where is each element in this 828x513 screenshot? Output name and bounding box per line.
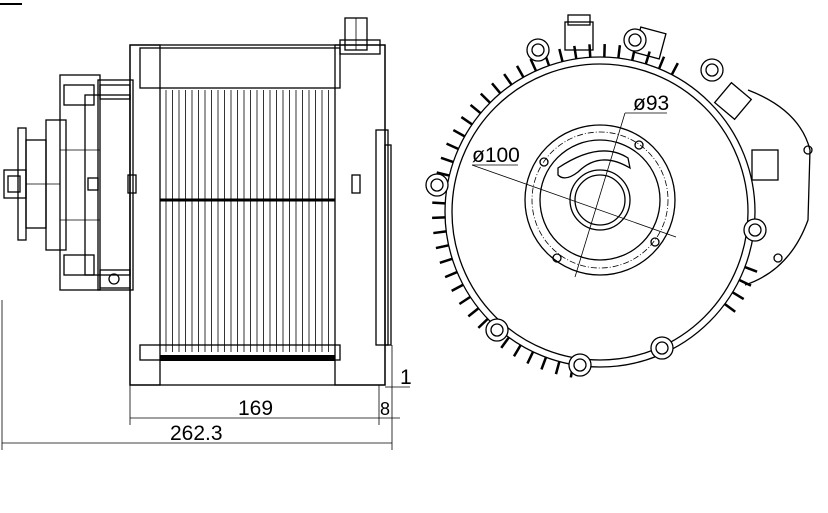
radial-fin [515, 65, 525, 78]
radial-fin [512, 344, 522, 357]
mounting-lug [568, 353, 592, 377]
radial-fin [529, 58, 538, 72]
radial-fin [436, 171, 450, 177]
radial-fin [479, 92, 491, 104]
radial-fin [724, 302, 736, 313]
controller-cover [744, 89, 811, 286]
gearbox-housing [45, 74, 134, 291]
mounting-lug [743, 218, 767, 242]
housing-outer-ring [444, 56, 756, 368]
side-dimensions [1, 300, 410, 450]
bolt-icon [573, 358, 587, 372]
bolt-icon [490, 323, 504, 337]
cable-glands [564, 14, 779, 181]
bolt-icon [628, 33, 642, 47]
dimension-8: 8 [380, 399, 390, 419]
radial-fin [744, 265, 758, 273]
radial-fin [573, 45, 578, 60]
dimension-1: 1 [400, 366, 412, 389]
cooling-fins [160, 90, 336, 352]
dimension-169: 169 [238, 397, 273, 420]
radial-fin [644, 51, 651, 65]
radial-fin [588, 44, 592, 58]
radial-fin [503, 73, 513, 86]
radial-fin [469, 103, 482, 115]
housing-inner-ring [451, 63, 749, 361]
radial-fin [540, 356, 548, 370]
dimension-diameter-93: ø93 [633, 92, 669, 115]
mounting-lug [623, 28, 647, 52]
radial-fin [617, 45, 622, 59]
bolt-icon [430, 178, 444, 192]
mounting-lug [700, 58, 724, 82]
cover-hole [803, 145, 813, 155]
radial-fin [731, 291, 745, 301]
front-view: ø100 ø93 [425, 14, 813, 378]
radial-fin [460, 116, 473, 126]
bolt-icon [705, 63, 719, 77]
radial-fin [477, 317, 489, 329]
mounting-lug [526, 38, 550, 62]
diameter-leaders [471, 112, 677, 278]
radial-fin [500, 336, 510, 349]
radial-fin [467, 307, 480, 318]
radial-fin [526, 351, 535, 365]
mounting-lug [425, 173, 449, 197]
radial-fin [451, 283, 464, 292]
radial-fin [554, 361, 561, 375]
bolt-icon [531, 43, 545, 57]
mounting-lug [650, 336, 674, 360]
radial-fin [446, 142, 459, 151]
radial-fin [444, 270, 458, 279]
radial-fins [432, 44, 758, 378]
motor-body [127, 17, 392, 386]
radial-fin [491, 82, 502, 95]
radial-fin [439, 257, 453, 264]
radial-fin [458, 295, 471, 306]
radial-fin [440, 156, 454, 164]
bolt-icon [655, 341, 669, 355]
radial-fin [558, 48, 564, 62]
radial-fin [657, 56, 666, 70]
hub-flange [524, 124, 676, 276]
side-view: 169 262.3 8 1 [1, 17, 412, 450]
radial-fin [432, 201, 446, 205]
radial-fin [433, 230, 447, 235]
radial-fin [452, 128, 466, 138]
mounting-lug [485, 318, 509, 342]
mounting-lugs [425, 28, 767, 377]
dimension-diameter-100: ø100 [472, 144, 520, 167]
sprocket [3, 127, 60, 241]
radial-fin [670, 62, 679, 76]
cover-hole [773, 253, 783, 263]
radial-fin [435, 244, 449, 250]
dimension-262-3: 262.3 [170, 422, 223, 445]
bolt-icon [748, 223, 762, 237]
radial-fin [738, 278, 752, 287]
